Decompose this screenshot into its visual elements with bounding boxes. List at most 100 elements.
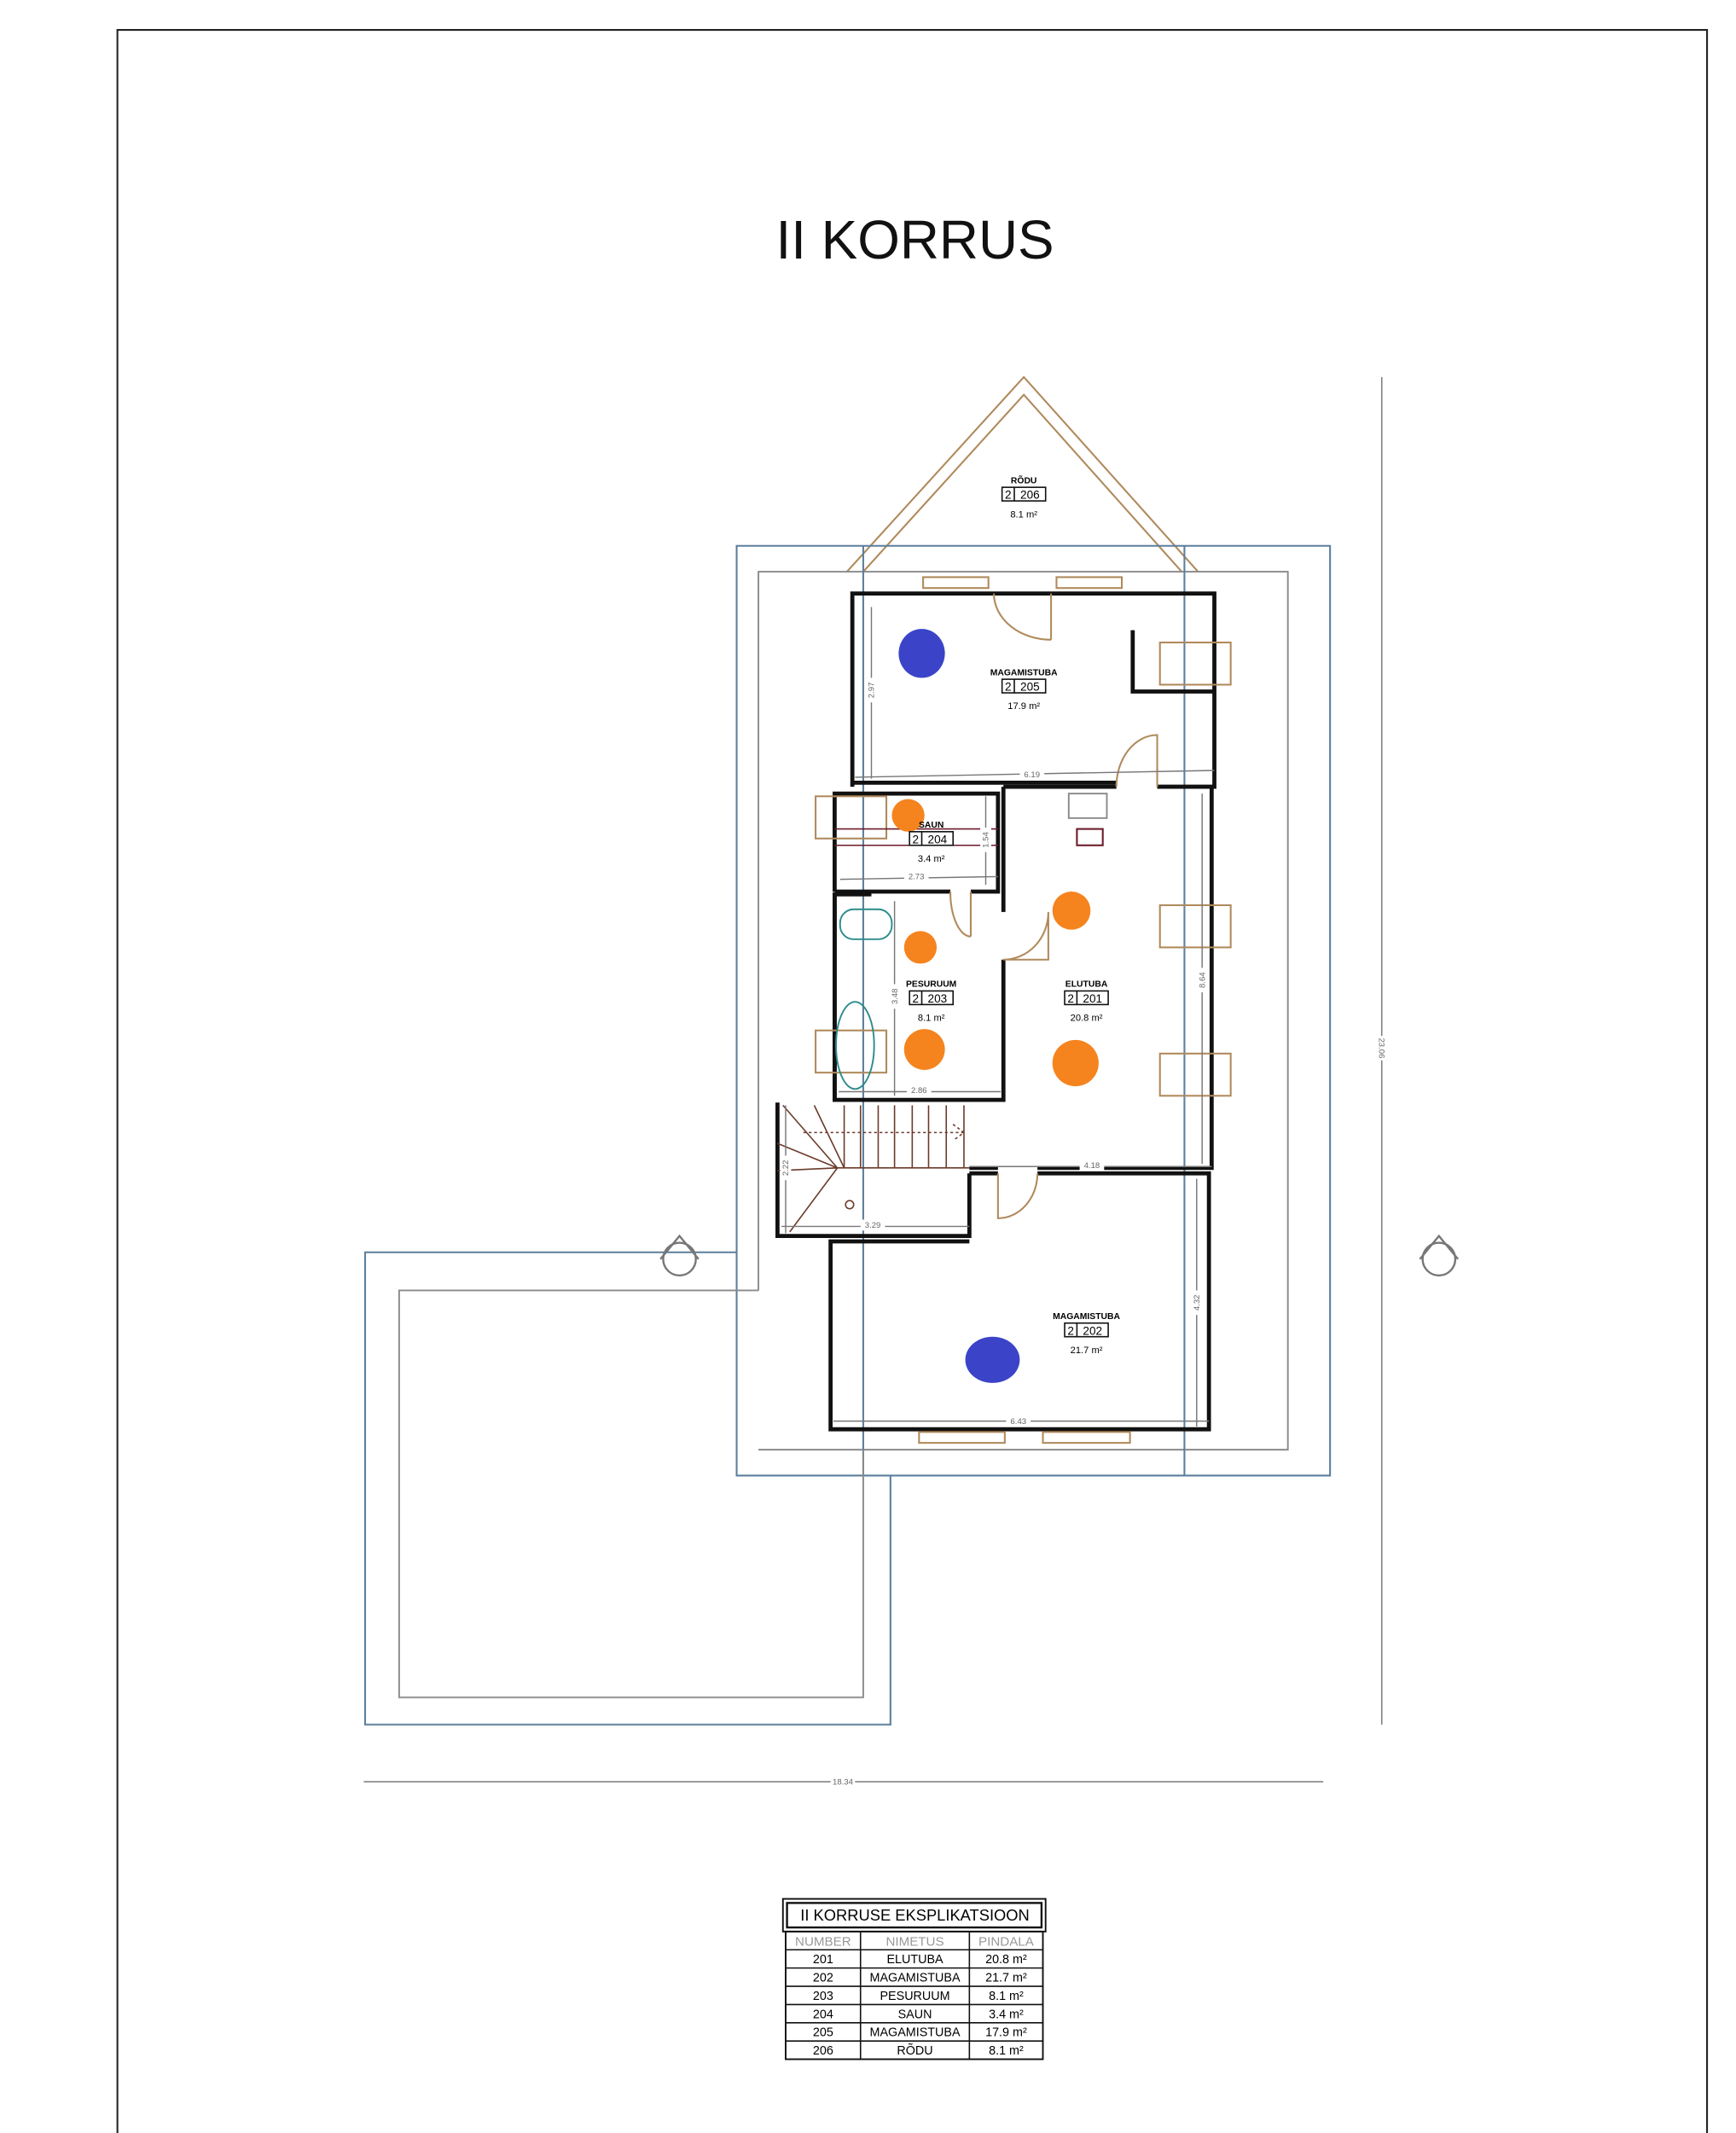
table-cell: MAGAMISTUBA xyxy=(870,2026,961,2040)
sauna-stove xyxy=(1076,828,1104,846)
table-row: 201 ELUTUBA 20.8 m² xyxy=(813,1953,1027,1967)
building-outline xyxy=(363,544,1332,1726)
room-floor: 2 xyxy=(1067,992,1074,1005)
heaters xyxy=(891,629,1099,1383)
heater-marker xyxy=(891,799,925,832)
dimension: 3.48 xyxy=(889,901,900,1096)
page-frame xyxy=(116,29,1709,2133)
room-area: 3.4 m² xyxy=(918,854,945,864)
room-area: 8.1 m² xyxy=(918,1014,945,1024)
table-header: NUMBER xyxy=(795,1935,851,1950)
section-marker-icon xyxy=(659,1234,1460,1277)
dimension-label: 8.64 xyxy=(1198,972,1207,988)
table-row: 204 SAUN 3.4 m² xyxy=(813,2008,1024,2021)
dimension-label: 6.19 xyxy=(1024,770,1040,780)
walls xyxy=(775,591,1216,1432)
dimension-label: 23.06 xyxy=(1377,1037,1386,1058)
dimension: 18.34 xyxy=(363,1776,1324,1787)
table-cell: 21.7 m² xyxy=(985,1972,1027,1985)
room-floor: 2 xyxy=(913,992,920,1005)
table-cell: ELUTUBA xyxy=(886,1953,943,1967)
table-row: 203 PESURUUM 8.1 m² xyxy=(813,1990,1024,2003)
table-cell: 203 xyxy=(813,1990,833,2003)
dimension-label: 4.18 xyxy=(1084,1161,1100,1171)
sanitary-fixtures xyxy=(835,908,893,1090)
table-cell: 3.4 m² xyxy=(989,2008,1024,2021)
room-name: PESURUUM xyxy=(906,980,956,990)
room-floor: 2 xyxy=(1005,681,1012,694)
table-cell: 17.9 m² xyxy=(985,2026,1027,2040)
room-area: 20.8 m² xyxy=(1071,1014,1103,1024)
table-row: 206 RÕDU 8.1 m² xyxy=(813,2043,1024,2058)
table-cell: PESURUUM xyxy=(880,1990,949,2003)
doors xyxy=(949,593,1158,1219)
dimension: 6.43 xyxy=(833,1415,1210,1427)
balcony-outline xyxy=(846,375,1199,572)
dimension: 2.73 xyxy=(839,871,998,882)
table-header: PINDALA xyxy=(978,1935,1035,1950)
explication-table: II KORRUSE EKSPLIKATSIOON NUMBER NIMETUS PI… xyxy=(781,1898,1047,2060)
table-cell: MAGAMISTUBA xyxy=(870,1972,961,1985)
table-cell: RÕDU xyxy=(897,2043,932,2058)
dimension: 6.19 xyxy=(855,769,1215,781)
dimension: 8.64 xyxy=(1196,793,1208,1165)
room-floor: 2 xyxy=(1005,489,1012,502)
heater-marker xyxy=(1052,1039,1099,1087)
room-number: 204 xyxy=(928,833,948,846)
dimension: 2.97 xyxy=(866,607,877,779)
dimension-label: 2.73 xyxy=(909,873,925,882)
table-cell: 8.1 m² xyxy=(989,2044,1024,2058)
table-cell: 201 xyxy=(813,1953,833,1967)
table-cell: 20.8 m² xyxy=(985,1953,1027,1967)
room-area: 21.7 m² xyxy=(1071,1345,1103,1356)
table-cell: SAUN xyxy=(898,2008,932,2021)
dimension-label: 2.97 xyxy=(868,683,877,699)
dimension: 1.54 xyxy=(980,796,991,886)
room-number: 206 xyxy=(1020,489,1040,502)
room-name: SAUN xyxy=(919,821,943,830)
dimension: 4.32 xyxy=(1191,1178,1203,1427)
room-name: RÕDU xyxy=(1011,474,1037,485)
room-number: 201 xyxy=(1083,992,1102,1005)
dimension: 2.22 xyxy=(780,1105,792,1234)
room-label: MAGAMISTUBA 2 202 21.7 m² xyxy=(1053,1312,1120,1356)
table-cell: 206 xyxy=(813,2044,833,2058)
table-cell: 204 xyxy=(813,2008,833,2021)
fireplace xyxy=(1067,793,1108,819)
table-header: NIMETUS xyxy=(885,1935,943,1950)
dimension-label: 18.34 xyxy=(833,1778,854,1787)
dimension-label: 4.32 xyxy=(1193,1294,1202,1311)
table-title: II KORRUSE EKSPLIKATSIOON xyxy=(800,1906,1030,1924)
dimension: 4.18 xyxy=(969,1159,1212,1171)
room-area: 17.9 m² xyxy=(1007,701,1040,712)
table-cell: 8.1 m² xyxy=(989,1990,1024,2003)
toilet-icon xyxy=(839,908,893,940)
room-number: 202 xyxy=(1083,1324,1102,1337)
room-name: MAGAMISTUBA xyxy=(990,668,1058,677)
dimension-label: 1.54 xyxy=(982,831,991,847)
table-cell: 205 xyxy=(813,2026,833,2040)
staircase xyxy=(777,1104,970,1233)
bathtub-icon xyxy=(835,1001,875,1090)
room-name: MAGAMISTUBA xyxy=(1053,1312,1120,1322)
heater-marker xyxy=(898,629,945,678)
room-floor: 2 xyxy=(913,833,920,846)
windows xyxy=(815,576,1232,1444)
table-cell: 202 xyxy=(813,1972,833,1985)
dimension-lines: 2.97 6.19 1.54 2.73 3.48 2.86 8.64 4.18 2.22 3.29… xyxy=(363,376,1388,1787)
table-row: 202 MAGAMISTUBA 21.7 m² xyxy=(813,1972,1027,1985)
room-label: SAUN 2 204 3.4 m² xyxy=(909,821,955,864)
dimension-label: 2.86 xyxy=(911,1086,927,1096)
dimension-label: 6.43 xyxy=(1010,1417,1026,1427)
dimension-label: 3.29 xyxy=(865,1221,881,1230)
room-floor: 2 xyxy=(1067,1324,1074,1337)
dimension: 2.86 xyxy=(839,1084,1002,1096)
heater-marker xyxy=(965,1336,1020,1383)
dimension: 23.06 xyxy=(1376,376,1388,1725)
